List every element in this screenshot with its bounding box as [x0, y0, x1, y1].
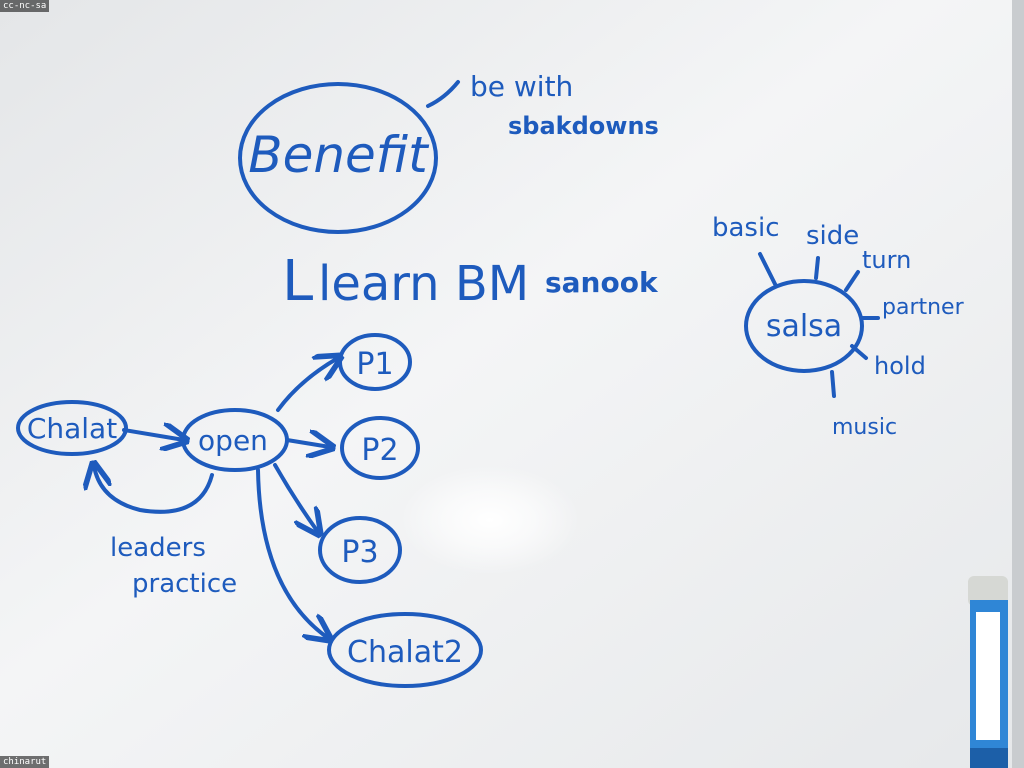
benefit-connector — [426, 80, 460, 108]
p2-label: P2 — [361, 433, 398, 468]
light-glare — [400, 465, 580, 575]
spoke-label-side: side — [806, 221, 859, 251]
arrow-open-to-chalat2 — [256, 468, 328, 638]
benefit-note-line1: be with — [470, 70, 573, 103]
loop-label-line2: practice — [132, 569, 237, 599]
author-watermark: chinarut — [0, 756, 50, 768]
p3-label: P3 — [341, 535, 378, 570]
chalat-label: Chalat — [27, 412, 117, 445]
subtitle-prefix: L — [282, 249, 313, 314]
arrow-open-to-p3 — [273, 463, 318, 532]
salsa-label: salsa — [766, 309, 842, 344]
board-frame-edge — [1012, 0, 1024, 768]
arrow-open-to-p1 — [276, 358, 338, 412]
open-label: open — [198, 424, 268, 457]
spoke-hold — [850, 344, 868, 360]
spoke-label-partner: partner — [882, 295, 965, 320]
arrow-open-to-p2 — [285, 440, 330, 447]
spoke-label-hold: hold — [874, 352, 926, 380]
spoke-label-basic: basic — [712, 213, 780, 243]
chalat2-label: Chalat2 — [347, 635, 463, 670]
spoke-label-turn: turn — [862, 246, 911, 274]
benefit-title: Benefit — [248, 126, 430, 184]
benefit-note-line2: sbakdowns — [508, 112, 659, 140]
p2-ellipse — [340, 416, 420, 480]
marker-pen — [968, 576, 1008, 768]
subtitle-suffix: sanook — [545, 266, 659, 299]
arrow-loop-back — [94, 466, 214, 514]
benefit-ellipse — [238, 82, 438, 234]
spoke-label-music: music — [832, 415, 897, 440]
chalat2-ellipse — [327, 612, 483, 688]
loop-label-line1: leaders — [110, 533, 206, 563]
p3-ellipse — [318, 516, 402, 584]
license-watermark: cc-nc-sa — [0, 0, 50, 12]
spoke-basic — [758, 252, 778, 288]
p1-label: P1 — [356, 347, 393, 382]
spoke-music — [830, 370, 836, 398]
salsa-ellipse — [744, 279, 864, 373]
spoke-side — [814, 256, 820, 280]
arrow-chalat-to-open — [122, 430, 184, 440]
subtitle-text: learn BM — [318, 256, 529, 312]
spoke-turn — [844, 270, 860, 292]
chalat-ellipse — [16, 400, 128, 456]
